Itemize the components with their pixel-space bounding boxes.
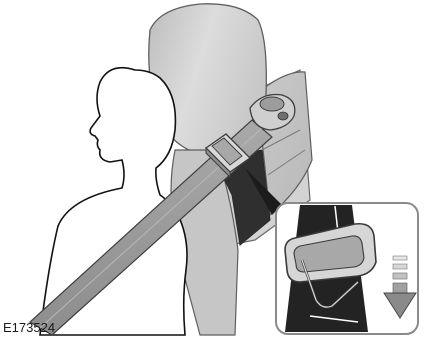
figure-reference-code: E173524 <box>3 320 55 336</box>
detail-inset <box>276 203 418 334</box>
